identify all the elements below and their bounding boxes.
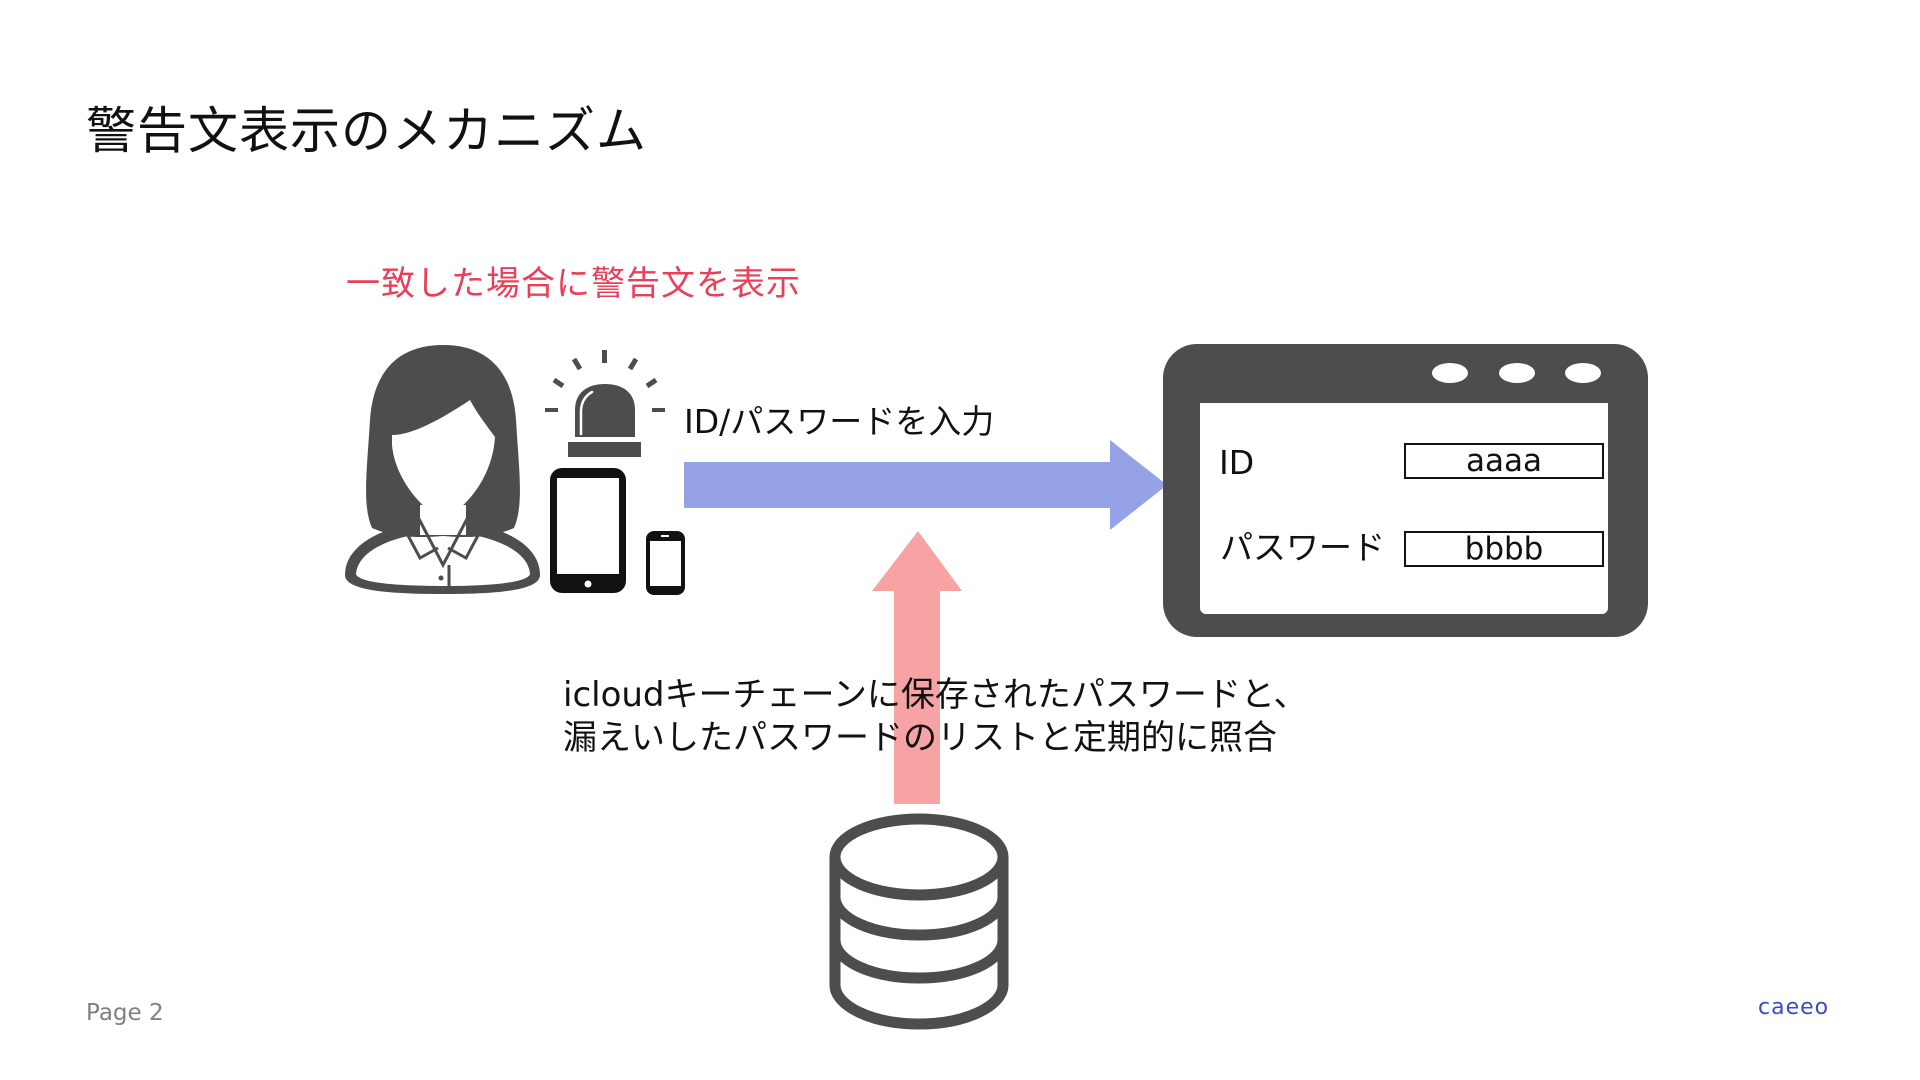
slide-title: 警告文表示のメカニズム bbox=[86, 102, 647, 160]
page-number: Page 2 bbox=[86, 1000, 164, 1026]
window-dot-icon bbox=[1499, 363, 1535, 383]
window-dot-icon bbox=[1565, 363, 1601, 383]
brand-logo: caeeo bbox=[1758, 995, 1830, 1020]
database-icon bbox=[829, 813, 1009, 1030]
siren-alarm-icon bbox=[545, 350, 665, 457]
id-field[interactable]: aaaa bbox=[1404, 443, 1604, 479]
browser-window-icon: ID aaaa パスワード bbbb bbox=[1163, 344, 1648, 637]
smartphone-icon bbox=[646, 531, 685, 595]
woman-user-icon bbox=[345, 345, 540, 594]
window-dot-icon bbox=[1432, 363, 1468, 383]
alert-caption: 一致した場合に警告文を表示 bbox=[346, 264, 801, 304]
compare-caption-line-2: 漏えいしたパスワードのリストと定期的に照合 bbox=[563, 718, 1277, 758]
password-label: パスワード bbox=[1220, 528, 1385, 567]
check-arrow bbox=[872, 531, 962, 804]
compare-caption-line-1: icloudキーチェーンに保存されたパスワードと、 bbox=[563, 675, 1308, 715]
tablet-icon bbox=[550, 468, 626, 593]
login-form: ID aaaa パスワード bbbb bbox=[1200, 403, 1608, 614]
id-label: ID bbox=[1219, 443, 1255, 482]
input-caption: ID/パスワードを入力 bbox=[684, 402, 995, 441]
input-arrow bbox=[684, 440, 1167, 530]
compare-caption: icloudキーチェーンに保存されたパスワードと、 漏えいしたパスワードのリスト… bbox=[563, 674, 1307, 760]
password-field[interactable]: bbbb bbox=[1404, 531, 1604, 567]
